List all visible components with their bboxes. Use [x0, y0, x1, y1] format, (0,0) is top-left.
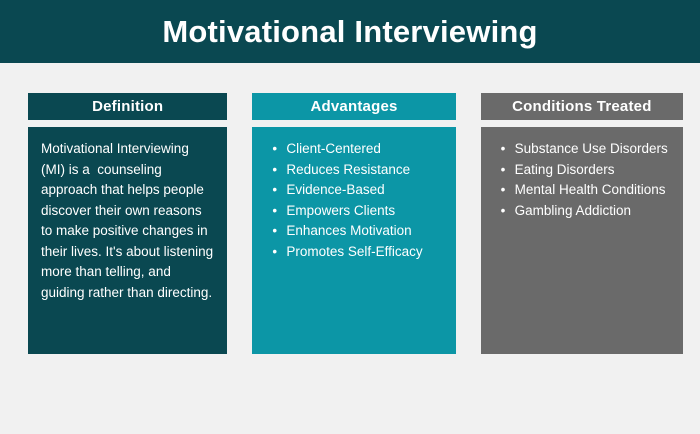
column-header-conditions-treated: Conditions Treated	[480, 93, 683, 120]
definition-paragraph: Motivational Interviewing (MI) is a coun…	[41, 141, 217, 300]
column-body-advantages: Client-Centered Reduces Resistance Evide…	[252, 127, 456, 354]
page-title: Motivational Interviewing	[162, 14, 538, 49]
column-body-conditions-treated: Substance Use Disorders Eating Disorders…	[480, 127, 683, 354]
title-banner: Motivational Interviewing	[0, 0, 700, 63]
list-item: Client-Centered	[272, 139, 442, 160]
column-conditions-treated: Conditions Treated Substance Use Disorde…	[480, 93, 683, 354]
column-advantages: Advantages Client-Centered Reduces Resis…	[252, 93, 456, 354]
list-item: Substance Use Disorders	[501, 139, 670, 160]
conditions-list: Substance Use Disorders Eating Disorders…	[494, 139, 670, 221]
column-header-advantages: Advantages	[252, 93, 456, 120]
list-item: Reduces Resistance	[272, 160, 442, 181]
list-item: Eating Disorders	[501, 160, 670, 181]
column-header-definition: Definition	[28, 93, 228, 120]
column-definition: Definition Motivational Interviewing (MI…	[28, 93, 228, 354]
advantages-list: Client-Centered Reduces Resistance Evide…	[265, 139, 442, 262]
list-item: Promotes Self-Efficacy	[272, 242, 442, 263]
list-item: Empowers Clients	[272, 201, 442, 222]
list-item: Gambling Addiction	[501, 201, 670, 222]
columns-container: Definition Motivational Interviewing (MI…	[28, 93, 683, 354]
list-item: Mental Health Conditions	[501, 180, 670, 201]
list-item: Evidence-Based	[272, 180, 442, 201]
column-body-definition: Motivational Interviewing (MI) is a coun…	[28, 127, 228, 354]
list-item: Enhances Motivation	[272, 221, 442, 242]
